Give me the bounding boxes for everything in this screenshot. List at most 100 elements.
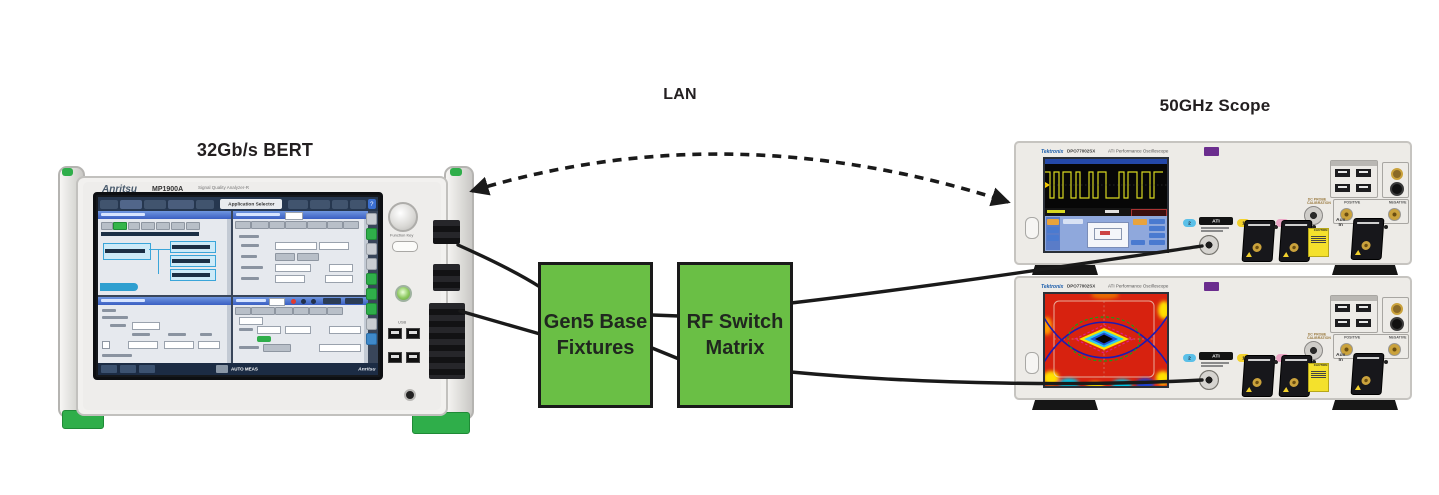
lan-label: LAN xyxy=(663,86,697,103)
aux-in-label: Aux In xyxy=(1336,216,1346,227)
caution-sticker: CAUTION xyxy=(1308,228,1329,257)
softkey-button xyxy=(365,258,377,270)
bert-side-module-2 xyxy=(433,264,460,291)
gen5-base-fixtures-box: Gen5 Base Fixtures xyxy=(538,262,653,408)
taskbar-button xyxy=(120,365,136,373)
rf-box-label-line2: Matrix xyxy=(705,337,765,359)
negative-label: NEGATIVE xyxy=(1388,201,1407,205)
bert-screen-taskbar: AUTO MEAS Anritsu xyxy=(98,363,378,375)
bert-screen-toolbar: Application Selector ? xyxy=(98,197,378,211)
bert-panel-noise-generator xyxy=(98,297,231,367)
softkey-button-green xyxy=(365,228,377,240)
negative-label: NEGATIVE xyxy=(1388,336,1407,340)
eye-diagram-display xyxy=(1042,291,1170,392)
error-indicator-dot xyxy=(291,299,296,304)
taskbar-button xyxy=(139,365,155,373)
cable-fixtures-to-matrix-2 xyxy=(650,346,681,361)
taskbar-anritsu-logo: Anritsu xyxy=(357,366,375,372)
usb-port xyxy=(406,328,420,339)
function-key-button xyxy=(392,241,418,252)
scope-header: Tektronix DPO77002SX ATI Performance Osc… xyxy=(1041,281,1220,291)
audio-jack xyxy=(404,389,416,401)
bert-side-module-3 xyxy=(429,303,465,379)
scope-model-suffix: ATI Performance Oscilloscope xyxy=(1108,283,1169,289)
channel-2-pill: 2 xyxy=(1183,219,1196,227)
scope-label: 50GHz Scope xyxy=(1159,96,1271,115)
softkey-button xyxy=(365,213,377,225)
softkey-button-blue xyxy=(365,333,377,345)
softkey-button-green xyxy=(365,288,377,300)
current-on-pill xyxy=(257,336,271,342)
usb-port-group xyxy=(1330,160,1378,198)
taskbar-button xyxy=(101,365,117,373)
scope-top-screen xyxy=(1043,157,1169,253)
cable-fixtures-to-matrix-1 xyxy=(650,313,681,318)
softkey-button xyxy=(365,318,377,330)
audio-jack-small xyxy=(1391,168,1403,180)
audio-jack-group xyxy=(1382,162,1409,198)
gen5-box-label-line2: Fixtures xyxy=(556,337,635,359)
rf-switch-matrix-box: RF Switch Matrix xyxy=(677,262,793,408)
function-key-label: Function Key xyxy=(390,233,414,238)
aux-in-label: Aux In xyxy=(1336,351,1346,362)
bandwidth-badge xyxy=(1204,281,1220,291)
application-selector-button: Application Selector xyxy=(220,199,282,209)
gen5-box-label-line1: Gen5 Base xyxy=(543,311,648,333)
bandwidth-badge xyxy=(1204,146,1220,156)
tektronix-logo: Tektronix xyxy=(1041,283,1064,289)
bert-panel-jitter-source xyxy=(98,211,231,295)
toolbar-button xyxy=(120,199,142,209)
usb-port xyxy=(406,352,420,363)
scope-header: Tektronix DPO77002SX ATI Performance Osc… xyxy=(1041,146,1220,156)
toolbar-button xyxy=(196,199,214,209)
bert-model: MP1900A xyxy=(152,186,184,193)
scope-top: Tektronix DPO77002SX ATI Performance Osc… xyxy=(1014,141,1412,279)
toolbar-button xyxy=(310,199,330,209)
rotary-knob xyxy=(388,202,418,232)
scope-status-strip xyxy=(1045,208,1167,217)
scope-power-button xyxy=(1025,352,1039,374)
usb-port-group xyxy=(1330,295,1378,333)
menu-button xyxy=(100,199,118,209)
caution-sticker: CAUTION xyxy=(1308,363,1329,392)
audio-jack-large xyxy=(1390,317,1404,331)
positive-connector xyxy=(1340,208,1353,221)
toolbar-button xyxy=(144,199,166,209)
scope-model: DPO77002SX xyxy=(1066,148,1095,154)
positive-connector xyxy=(1340,343,1353,356)
audio-jack-group xyxy=(1382,297,1409,333)
bert-softkey-column xyxy=(364,211,378,369)
softkey-button xyxy=(365,243,377,255)
bert-subtitle: Signal Quality Analyzer-R xyxy=(198,185,250,190)
dc-probe-cal-label: DC PROBE CALIBRATION xyxy=(1307,333,1331,340)
bert-touchscreen: Application Selector ? xyxy=(93,192,383,380)
waveform-display xyxy=(1045,164,1167,208)
toolbar-button xyxy=(332,199,348,209)
scope-top-chassis: Tektronix DPO77002SX ATI Performance Osc… xyxy=(1014,141,1412,265)
aux-probe-module xyxy=(1350,353,1385,395)
channel-2-pill: 2 xyxy=(1183,354,1196,362)
ati-input-connector xyxy=(1199,235,1219,255)
help-button: ? xyxy=(368,199,376,209)
bert-handle-green-nub-left xyxy=(62,168,73,176)
toolbar-button xyxy=(168,199,194,209)
lan-dashed-arrow xyxy=(469,152,1011,207)
bert-panel-error-detector xyxy=(233,297,368,367)
toolbar-button xyxy=(288,199,308,209)
softkey-button-green xyxy=(365,273,377,285)
dc-probe-cal-label: DC PROBE CALIBRATION xyxy=(1307,198,1331,205)
usb-port xyxy=(388,328,402,339)
scope-menubar xyxy=(1045,159,1167,164)
audio-jack-small xyxy=(1391,303,1403,315)
bert-power-button xyxy=(395,285,412,302)
scope-model-suffix: ATI Performance Oscilloscope xyxy=(1108,148,1169,154)
probe-module-ch1 xyxy=(1241,220,1276,262)
bert-brand-logo: Anritsu xyxy=(102,184,137,195)
positive-label: POSITIVE xyxy=(1344,336,1361,340)
auto-meas-status: AUTO MEAS xyxy=(231,366,258,372)
ati-input-connector xyxy=(1199,370,1219,390)
usb-port xyxy=(388,352,402,363)
scope-model: DPO77002SX xyxy=(1066,283,1095,289)
bert-label: 32Gb/s BERT xyxy=(196,140,314,160)
ati-input-label: ATI xyxy=(1199,352,1233,360)
